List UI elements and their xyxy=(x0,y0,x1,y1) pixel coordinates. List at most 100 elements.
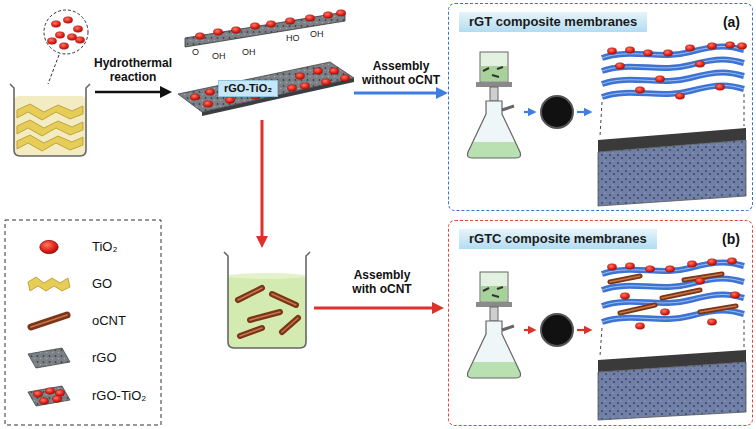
go-beaker xyxy=(17,120,83,136)
ocnt-beaker xyxy=(240,328,262,336)
rgtc-membrane xyxy=(620,293,629,300)
precursor-circle xyxy=(59,43,68,50)
rgo-tio2-sheets xyxy=(305,15,314,22)
rgt-membrane xyxy=(607,48,616,55)
rgt-membrane xyxy=(715,84,724,91)
rgo-tio2-sheets xyxy=(205,89,214,96)
panel-title: rGTC composite membranes xyxy=(469,231,647,247)
process-arrow xyxy=(577,329,588,331)
filtration-flask xyxy=(468,272,521,378)
edge-label: Assembly without oCNT xyxy=(355,59,447,87)
process-arrow xyxy=(95,91,166,94)
rgt-membrane xyxy=(600,102,602,136)
legend-text: GO xyxy=(92,276,112,292)
rgo-tio2-sheets xyxy=(231,27,240,34)
rgtc-membrane xyxy=(598,258,746,420)
rgtc-membrane xyxy=(687,261,696,268)
rgo-tio2-sheets xyxy=(300,83,309,90)
legend-icon xyxy=(55,390,64,397)
membrane-disc xyxy=(541,96,573,128)
membrane-panel: (a)rGT composite membranes xyxy=(448,3,753,211)
rgt-membrane xyxy=(643,50,652,57)
panel-title: rGT composite membranes xyxy=(469,14,637,30)
legend-icon xyxy=(31,315,67,327)
membrane-disc xyxy=(541,314,573,346)
rgt-membrane xyxy=(602,60,744,72)
rgt-membrane xyxy=(725,42,734,49)
rgt-membrane xyxy=(695,61,704,68)
go-beaker xyxy=(14,96,86,156)
group-label: HO xyxy=(286,33,300,43)
process-arrow xyxy=(524,329,532,331)
group-label: OH xyxy=(242,47,256,57)
rgt-membrane xyxy=(615,63,624,70)
rgo-tio2-sheets xyxy=(287,85,296,92)
rgo-tio2-sheets xyxy=(213,29,222,36)
rgo-tio2-sheets xyxy=(203,101,212,108)
process-arrow xyxy=(261,120,264,242)
precursor-circle xyxy=(75,37,84,44)
ocnt-beaker xyxy=(238,288,262,300)
rgtc-membrane xyxy=(730,292,739,299)
ocnt-beaker xyxy=(238,288,298,336)
panel-letter: (b) xyxy=(722,231,740,247)
legend-icon xyxy=(28,277,70,291)
go-beaker xyxy=(10,84,90,156)
membrane-panel: (b) rGTC composite membranes xyxy=(448,220,753,426)
legend-icon xyxy=(39,398,48,405)
ocnt-beaker xyxy=(240,328,262,336)
rgtc-membrane xyxy=(600,328,602,356)
rgo-tio2-sheets xyxy=(340,75,349,82)
rgt-membrane xyxy=(744,94,745,126)
panel-header: rGT composite membranes xyxy=(459,12,647,32)
legend-frame xyxy=(5,220,161,425)
precursor-circle xyxy=(47,38,56,45)
rgtc-membrane xyxy=(707,319,716,326)
rgo-tio2-sheets xyxy=(329,68,338,75)
rgo-tio2-sheets xyxy=(178,62,354,112)
rgo-tio2-sheets xyxy=(250,23,259,30)
ocnt-beaker xyxy=(228,276,306,348)
legend-icon xyxy=(40,240,58,253)
ocnt-beaker xyxy=(228,273,306,279)
rgt-membrane xyxy=(635,87,644,94)
rgt-membrane xyxy=(598,42,747,206)
filtration-flask xyxy=(468,52,521,158)
group-label: O xyxy=(192,47,199,57)
process-arrow xyxy=(95,92,166,93)
legend-icon xyxy=(52,396,61,403)
rgtc-membrane xyxy=(707,259,716,266)
rgt-membrane xyxy=(675,93,684,100)
process-arrow xyxy=(314,308,438,309)
precursor-circle xyxy=(67,34,76,41)
rgo-tio2-sheets xyxy=(285,18,294,25)
rgo-tio2-sheets xyxy=(336,10,345,17)
precursor-circle xyxy=(44,10,88,84)
rgo-tio2-sheets xyxy=(190,94,199,101)
panel-header: rGTC composite membranes xyxy=(459,229,657,249)
rgt-membrane xyxy=(602,73,744,85)
process-arrow xyxy=(262,120,263,242)
filtration-flask xyxy=(468,272,521,378)
go-beaker xyxy=(17,135,83,151)
rgt-membrane xyxy=(602,60,744,72)
rgo-tio2-sheets xyxy=(178,10,354,116)
ocnt-beaker xyxy=(272,294,296,305)
step-label: Assembly with oCNT xyxy=(344,268,420,296)
material-tag: rGO-TiO₂ xyxy=(218,80,278,97)
rgt-membrane xyxy=(663,50,672,57)
rgtc-membrane xyxy=(607,264,616,271)
legend-icon xyxy=(33,391,42,398)
legend-icon xyxy=(28,348,70,368)
rgtc-membrane xyxy=(665,266,674,273)
legend-text: oCNT xyxy=(92,313,126,329)
rgtc-membrane xyxy=(610,276,640,282)
ocnt-beaker xyxy=(224,252,310,348)
rgtc-membrane xyxy=(695,278,704,285)
rgo-tio2-sheets xyxy=(323,12,332,19)
rgo-tio2-sheets xyxy=(195,33,204,40)
rgt-membrane xyxy=(602,47,744,59)
go-beaker xyxy=(17,104,83,120)
precursor-circle xyxy=(73,26,82,33)
